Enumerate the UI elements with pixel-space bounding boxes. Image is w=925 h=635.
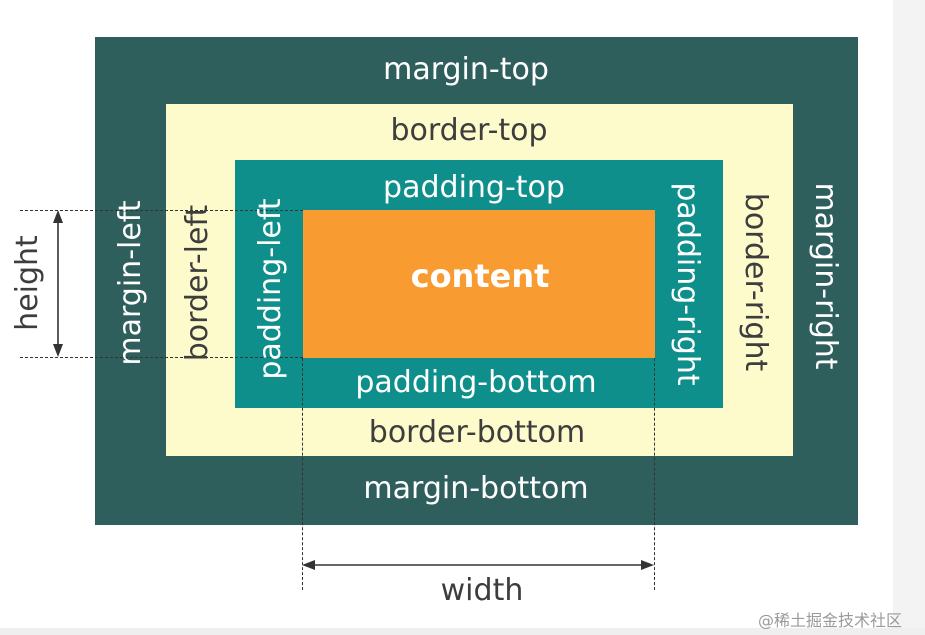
content-label: content	[410, 257, 550, 295]
height-guide-bottom	[20, 357, 303, 358]
bottom-edge-strip	[0, 628, 925, 635]
padding-right-label: padding-right	[670, 182, 705, 386]
watermark-text: @稀土掘金技术社区	[758, 611, 903, 630]
padding-top-label: padding-top	[383, 170, 565, 205]
width-label: width	[440, 573, 524, 608]
border-left-label: border-left	[180, 204, 215, 362]
margin-bottom-label: margin-bottom	[363, 471, 589, 506]
margin-top-label: margin-top	[383, 52, 549, 87]
height-guide-top	[20, 210, 303, 211]
margin-right-label: margin-right	[808, 182, 843, 370]
padding-bottom-label: padding-bottom	[355, 365, 597, 400]
border-top-label: border-top	[390, 113, 548, 148]
height-arrow	[53, 210, 63, 357]
width-guide-left	[302, 358, 303, 590]
height-label: height	[10, 235, 45, 331]
width-guide-right	[654, 358, 655, 590]
content-box	[303, 210, 655, 358]
margin-left-label: margin-left	[113, 200, 148, 366]
padding-left-label: padding-left	[253, 198, 288, 380]
right-edge-strip	[893, 0, 925, 635]
border-bottom-label: border-bottom	[368, 415, 586, 450]
width-arrow	[302, 560, 654, 570]
border-right-label: border-right	[738, 192, 773, 372]
